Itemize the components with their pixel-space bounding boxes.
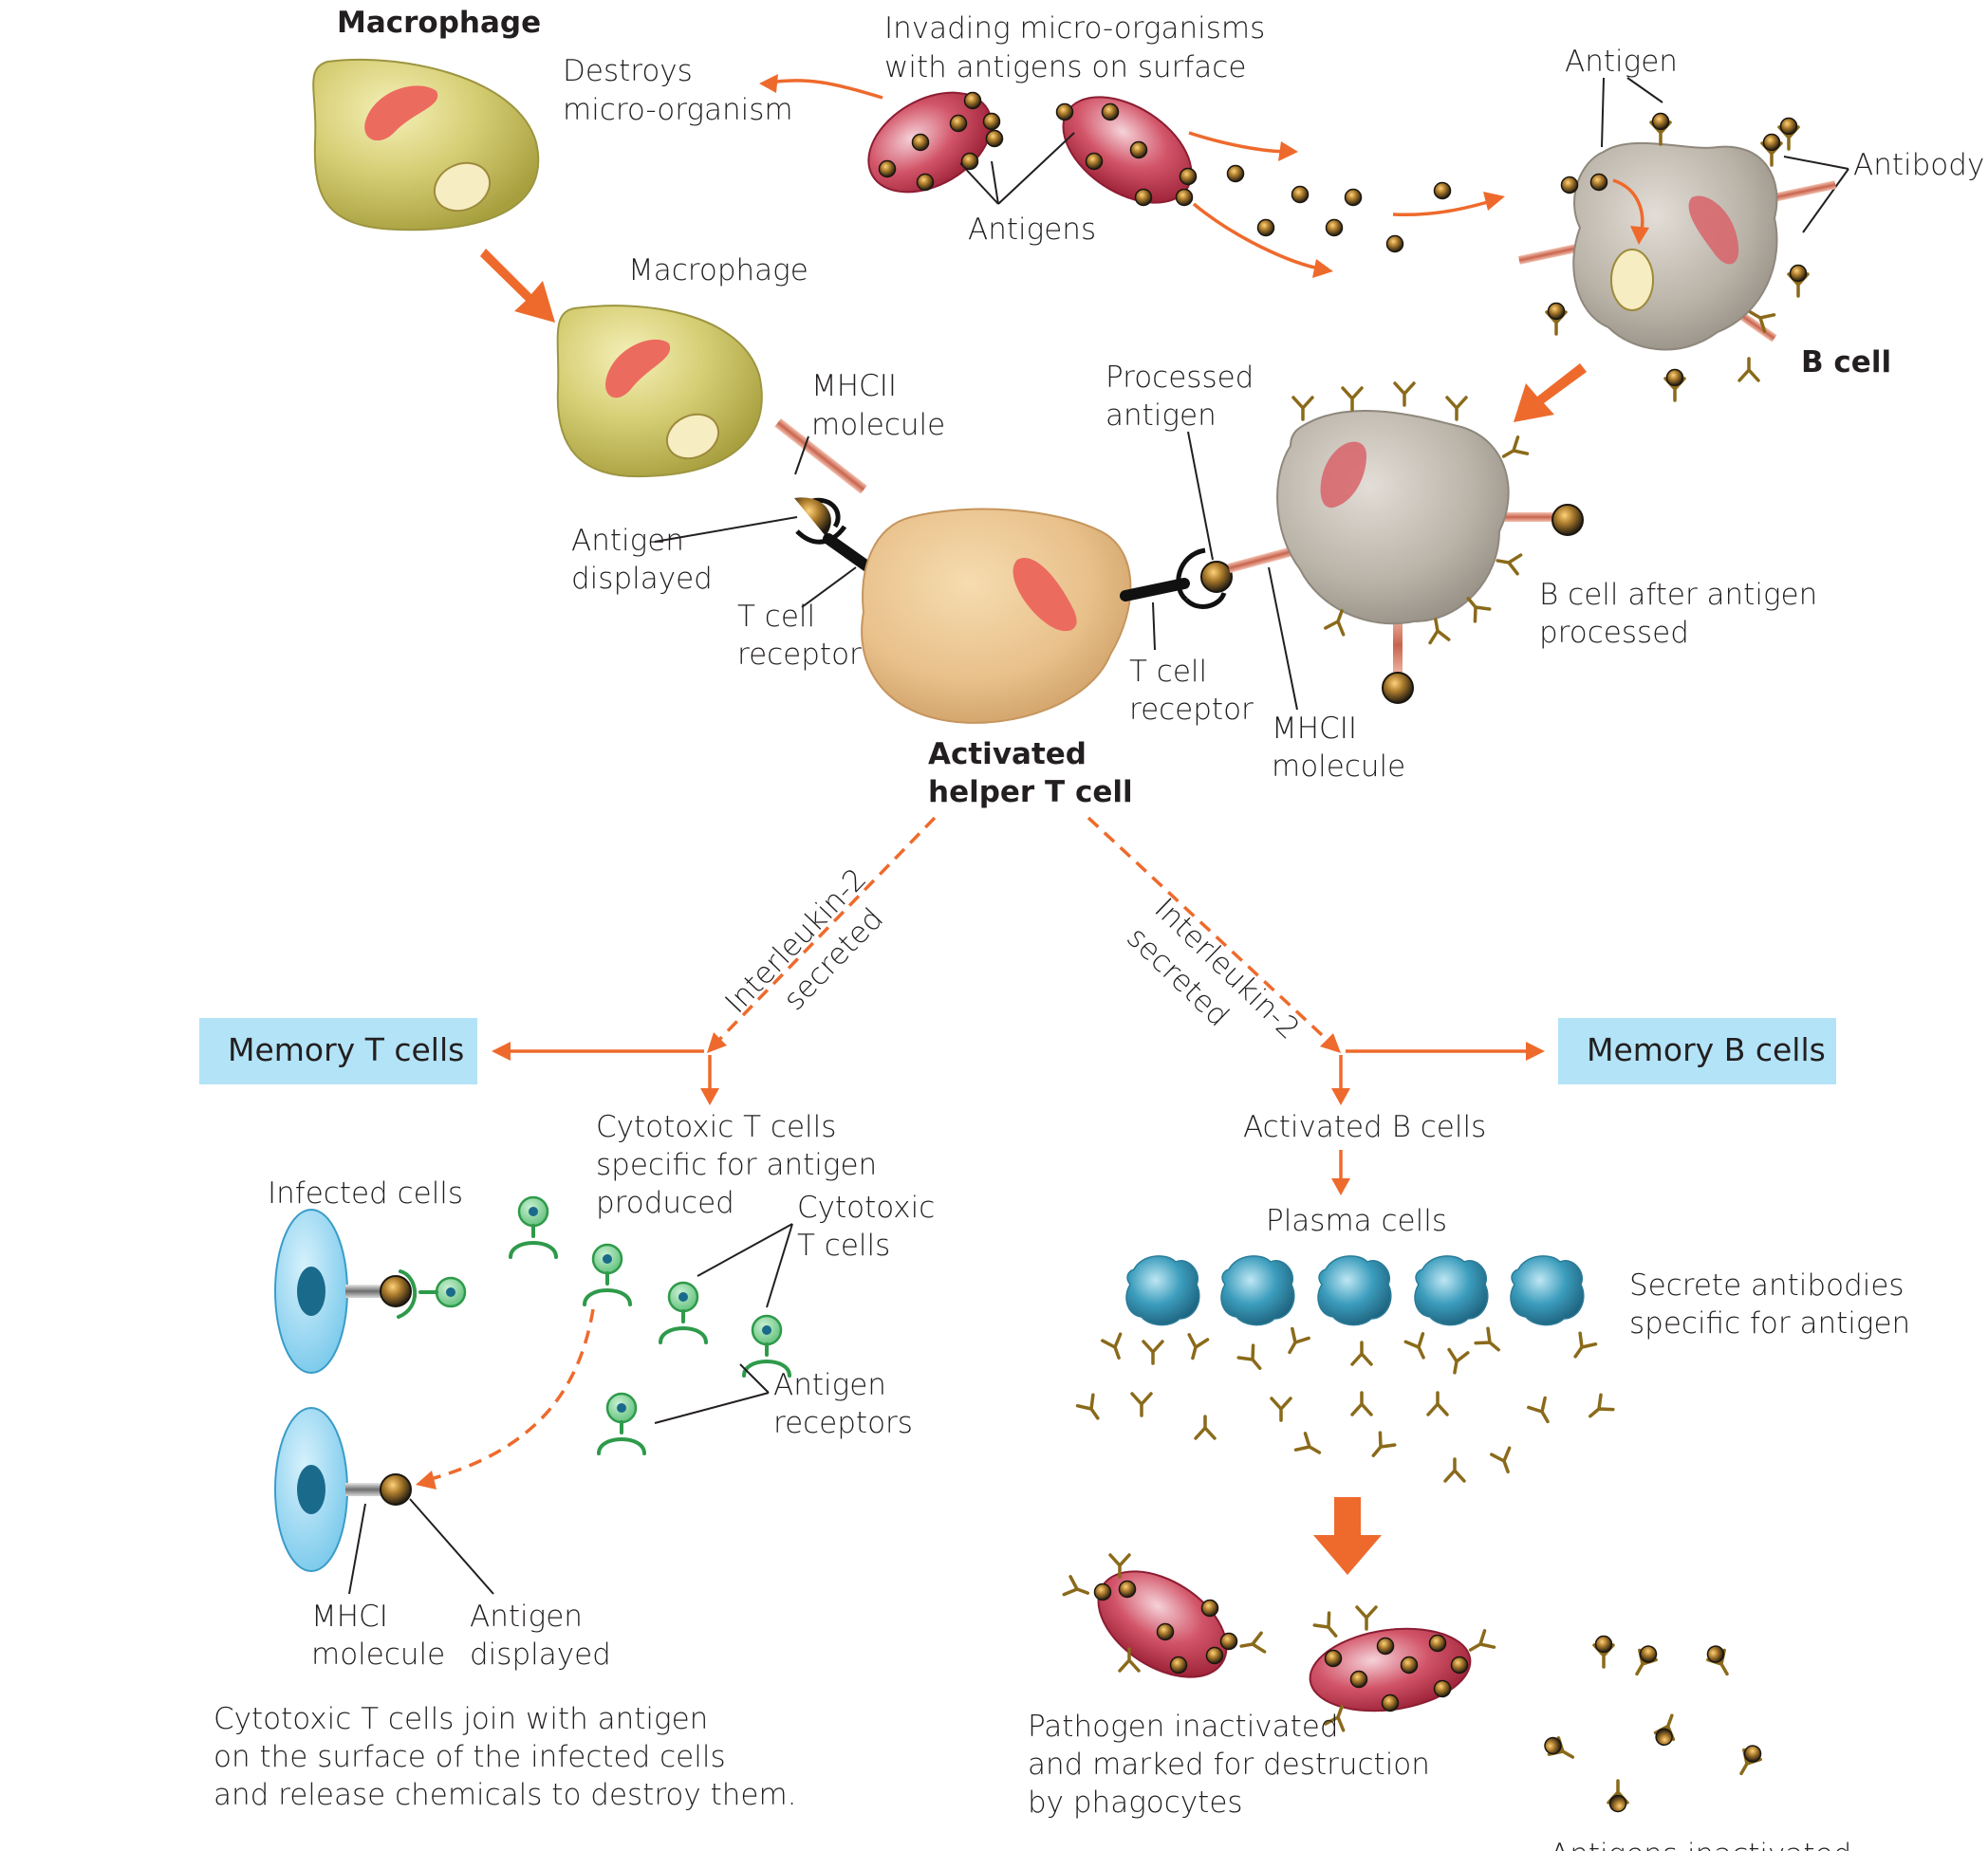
- arrow-macrophage-down: [480, 249, 555, 323]
- antigens-pointer: [959, 132, 1075, 205]
- infected-cell-2: [274, 1407, 412, 1572]
- cytotoxic-label-3: produced: [596, 1186, 734, 1220]
- pathogen-marked-2: [1309, 1605, 1496, 1732]
- antigens-inactivated: [1539, 1634, 1767, 1814]
- cyto-join-label-2: on the surface of the infected cells: [214, 1740, 726, 1774]
- memory-b-label: Memory B cells: [1587, 1031, 1826, 1068]
- antigens-inactivated-label: Antigens inactivated: [1550, 1838, 1851, 1851]
- memory-b-box: [1558, 1018, 1836, 1084]
- microbe-1: [867, 91, 1004, 194]
- antibody-label: Antibody: [1853, 148, 1984, 182]
- b-cell-top: [1517, 111, 1837, 402]
- activated-helper-label-2: helper T cell: [928, 775, 1133, 809]
- destroys-label-1: Destroys: [563, 54, 693, 88]
- cytotoxic-t-cells: [509, 1195, 791, 1455]
- mhcii-1-label-b: molecule: [811, 408, 945, 442]
- tcr-1-label-b: receptor: [737, 638, 862, 672]
- mhcii-2-label-a: MHCII: [1272, 712, 1357, 746]
- antigen-receptors-label-2: receptors: [773, 1406, 913, 1440]
- processed-label-2: antigen: [1105, 398, 1217, 433]
- pathogen-marked-1: [1062, 1553, 1267, 1678]
- arrow-antigens-3: [1392, 197, 1498, 217]
- free-antigens: [1226, 164, 1452, 253]
- cyto-join-label-1: Cytotoxic T cells join with antigen: [214, 1702, 708, 1736]
- helper-t-cell: [861, 508, 1132, 724]
- tcr-2: [1120, 547, 1233, 609]
- cyto-attach-dash: [426, 1308, 595, 1482]
- activated-b-label: Activated B cells: [1243, 1110, 1486, 1144]
- pathogen-label-3: by phagocytes: [1028, 1786, 1243, 1820]
- antigens-label: Antigens: [968, 213, 1096, 247]
- macrophage-top: [312, 58, 540, 231]
- cyto-tcells-label-1: Cytotoxic: [797, 1191, 935, 1225]
- secrete-label-2: specific for antigen: [1629, 1306, 1910, 1341]
- arrow-antigens-2: [1192, 202, 1325, 271]
- antigen-disp2-label-2: displayed: [470, 1638, 611, 1672]
- tcr-1-label-a: T cell: [737, 600, 815, 634]
- macrophage-top-label: Macrophage: [337, 6, 541, 40]
- antigen-displayed-label-2: displayed: [571, 562, 713, 596]
- il2-left-dash: [712, 816, 937, 1047]
- secreted-antibodies: [1075, 1326, 1615, 1483]
- macrophage-mid-label: Macrophage: [628, 253, 808, 287]
- macrophage-mid: [556, 305, 867, 494]
- plasma-label: Plasma cells: [1266, 1204, 1447, 1238]
- cyto-tcells-label-2: T cells: [797, 1229, 890, 1263]
- microbe-2: [1055, 96, 1198, 207]
- antibody-pointer: [1783, 156, 1849, 233]
- infected-cells-label: Infected cells: [268, 1176, 463, 1211]
- arrow-plasma-down: [1313, 1497, 1382, 1575]
- arrow-to-destroy: [763, 79, 883, 100]
- bcell-after-label-1: B cell after antigen: [1539, 578, 1817, 612]
- pathogen-label-2: and marked for destruction: [1028, 1748, 1430, 1782]
- antigen-top-pointer: [1601, 77, 1663, 148]
- b-cell-processed: [1227, 381, 1584, 704]
- b-cell-label: B cell: [1801, 345, 1891, 379]
- arrow-bcell-down: [1514, 363, 1587, 422]
- antigen-disp2-label-1: Antigen: [470, 1600, 583, 1634]
- memory-t-box: [199, 1018, 477, 1084]
- arrow-head: [759, 74, 778, 93]
- invading-label-2: with antigens on surface: [884, 50, 1246, 84]
- tcr-2-label-b: receptor: [1129, 693, 1254, 727]
- antigen-displayed-label-1: Antigen: [571, 524, 684, 558]
- tcr-2-label-a: T cell: [1129, 655, 1207, 689]
- plasma-cells: [1125, 1255, 1585, 1326]
- mhci-label-1: MHCI: [311, 1600, 388, 1634]
- cytotoxic-label-1: Cytotoxic T cells: [596, 1110, 836, 1144]
- mhcii-1-label-a: MHCII: [811, 369, 897, 403]
- il2-right-dash: [1087, 816, 1335, 1047]
- activated-helper-label-1: Activated: [928, 737, 1087, 771]
- memory-t-label: Memory T cells: [228, 1031, 464, 1068]
- invading-label-1: Invading micro-organisms: [884, 11, 1265, 46]
- bcell-after-label-2: processed: [1539, 616, 1689, 650]
- destroys-label-2: micro-organism: [563, 93, 793, 127]
- cyto-join-label-3: and release chemicals to destroy them.: [214, 1778, 797, 1812]
- arrow-antigens-1: [1188, 131, 1291, 154]
- processed-label-1: Processed: [1105, 361, 1254, 395]
- cytotoxic-label-2: specific for antigen: [596, 1148, 877, 1182]
- infected-cell-1: [274, 1209, 467, 1374]
- secrete-label-1: Secrete antibodies: [1629, 1268, 1904, 1303]
- mhci-label-2: molecule: [311, 1638, 445, 1672]
- mhcii-2-label-b: molecule: [1272, 750, 1405, 784]
- antigen-top-label: Antigen: [1565, 45, 1678, 79]
- antigen-receptors-label-1: Antigen: [773, 1368, 886, 1402]
- pathogen-label-1: Pathogen inactivated: [1028, 1710, 1339, 1744]
